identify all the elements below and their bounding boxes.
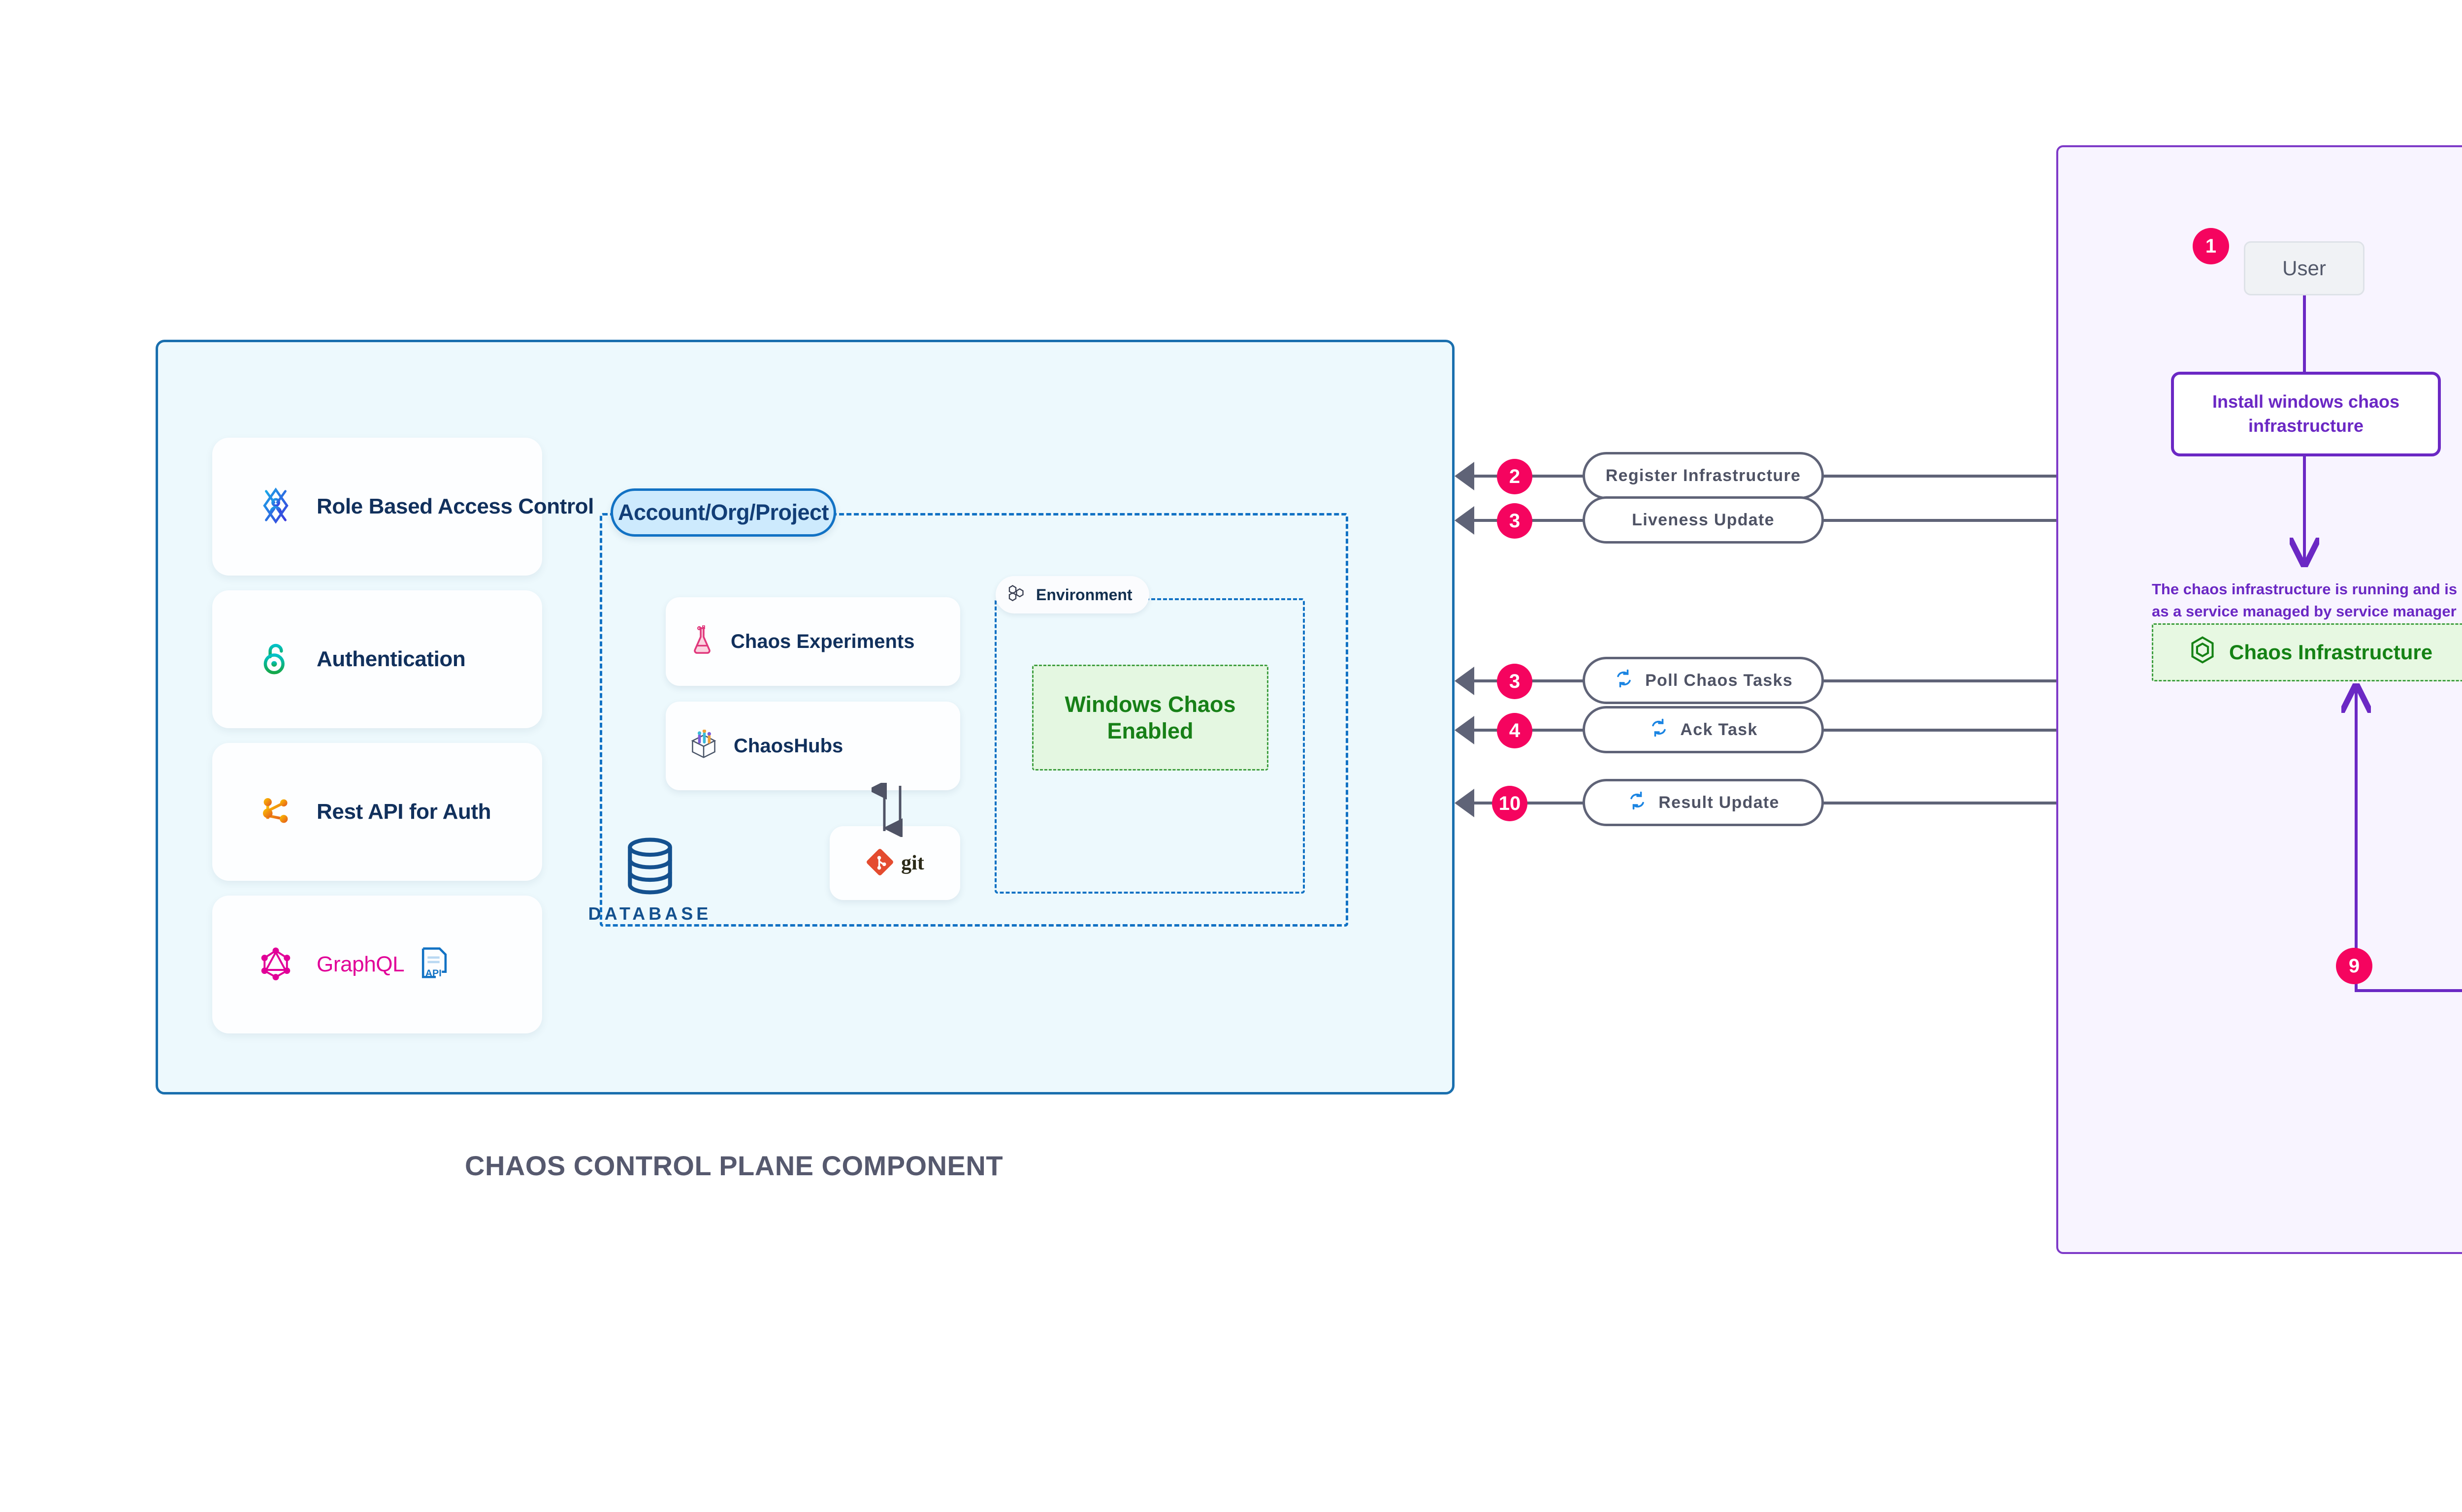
refresh-icon xyxy=(1614,668,1634,693)
connector-label: Result Update xyxy=(1658,793,1780,812)
feature-card-rest-api[interactable]: Rest API for Auth xyxy=(212,743,542,881)
arrow-left-icon xyxy=(1455,506,1474,535)
refresh-icon xyxy=(1627,790,1648,815)
rbac-icon xyxy=(257,486,295,527)
chaoshubs-git-sync-arrows xyxy=(867,780,931,839)
feature-card-rbac[interactable]: Role Based Access Control xyxy=(212,438,594,576)
arrow-left-icon xyxy=(1455,716,1474,744)
hexagon-icon xyxy=(2189,635,2216,670)
step-badge: 3 xyxy=(1497,503,1532,539)
connector-pill[interactable]: Result Update xyxy=(1583,779,1824,826)
refresh-icon xyxy=(1649,717,1669,742)
hexagons-icon xyxy=(1007,582,1028,607)
connector-ack-task: 4 Ack Task xyxy=(1455,692,2095,766)
connector-liveness-update: 3 Liveness Update xyxy=(1455,483,2095,556)
svg-text:API: API xyxy=(425,967,442,978)
connector-poll-chaos-tasks: 3 Poll Chaos Tasks xyxy=(1455,643,2095,717)
card-chaos-experiments[interactable]: Chaos Experiments xyxy=(666,597,960,686)
feature-label: Role Based Access Control xyxy=(317,494,594,518)
unlock-icon xyxy=(257,639,295,680)
sub-card-label: Chaos Experiments xyxy=(731,630,915,652)
chaos-infrastructure-label: Chaos Infrastructure xyxy=(2229,641,2433,664)
chaoshub-icon xyxy=(688,729,719,763)
step-badge-1: 1 xyxy=(2193,228,2229,264)
feature-label: GraphQL xyxy=(317,952,405,976)
rest-api-icon xyxy=(257,792,295,833)
git-icon xyxy=(866,848,894,879)
connector-pill[interactable]: Poll Chaos Tasks xyxy=(1583,657,1824,704)
feature-label: Authentication xyxy=(317,647,466,671)
card-chaoshubs[interactable]: ChaosHubs xyxy=(666,702,960,790)
connector-label: Poll Chaos Tasks xyxy=(1645,671,1793,690)
chaos-execution-plane-panel xyxy=(2056,145,2462,1254)
feature-card-authentication[interactable]: Authentication xyxy=(212,590,542,728)
arrow-left-icon xyxy=(1455,462,1474,490)
account-org-project-pill[interactable]: Account/Org/Project xyxy=(611,488,836,537)
chaos-infrastructure-box: Chaos Infrastructure xyxy=(2152,623,2462,681)
step-badge-9: 9 xyxy=(2336,948,2372,984)
feature-label: Rest API for Auth xyxy=(317,800,491,824)
install-windows-chaos-infrastructure-box: Install windows chaos infrastructure xyxy=(2171,372,2441,456)
connector-pill[interactable]: Ack Task xyxy=(1583,706,1824,753)
user-box[interactable]: User xyxy=(2244,241,2365,295)
database-label: DATABASE xyxy=(588,903,712,924)
step-badge: 3 xyxy=(1497,664,1532,699)
card-git[interactable]: git xyxy=(830,826,960,900)
database-icon xyxy=(622,837,678,897)
graphql-icon xyxy=(257,944,295,985)
step-badge: 10 xyxy=(1492,786,1527,821)
windows-chaos-enabled-badge: Windows Chaos Enabled xyxy=(1032,665,1268,771)
sub-card-label: ChaosHubs xyxy=(734,735,843,757)
connector-label: Register Infrastructure xyxy=(1605,466,1801,485)
sub-card-label: git xyxy=(901,852,924,874)
connector-label: Liveness Update xyxy=(1632,510,1775,529)
environment-pill[interactable]: Environment xyxy=(996,576,1149,613)
arrow-left-icon xyxy=(1455,789,1474,817)
step-badge: 2 xyxy=(1497,459,1532,494)
feature-card-graphql[interactable]: GraphQL API xyxy=(212,896,542,1033)
database-group: DATABASE xyxy=(566,837,734,924)
connector-label: Ack Task xyxy=(1680,720,1758,739)
control-plane-title: CHAOS CONTROL PLANE COMPONENT xyxy=(465,1150,1004,1181)
api-document-icon: API xyxy=(419,946,450,983)
connector-pill[interactable]: Liveness Update xyxy=(1583,496,1824,544)
step-badge: 4 xyxy=(1497,713,1532,748)
environment-region xyxy=(995,598,1305,894)
flask-icon xyxy=(688,624,716,658)
arrow-left-icon xyxy=(1455,667,1474,695)
connector-result-update: 10 Result Update xyxy=(1455,765,2095,839)
account-org-project-region xyxy=(600,513,1348,927)
note-chaos-infrastructure: The chaos infrastructure is running and … xyxy=(2152,580,2458,620)
environment-label: Environment xyxy=(1036,585,1133,604)
